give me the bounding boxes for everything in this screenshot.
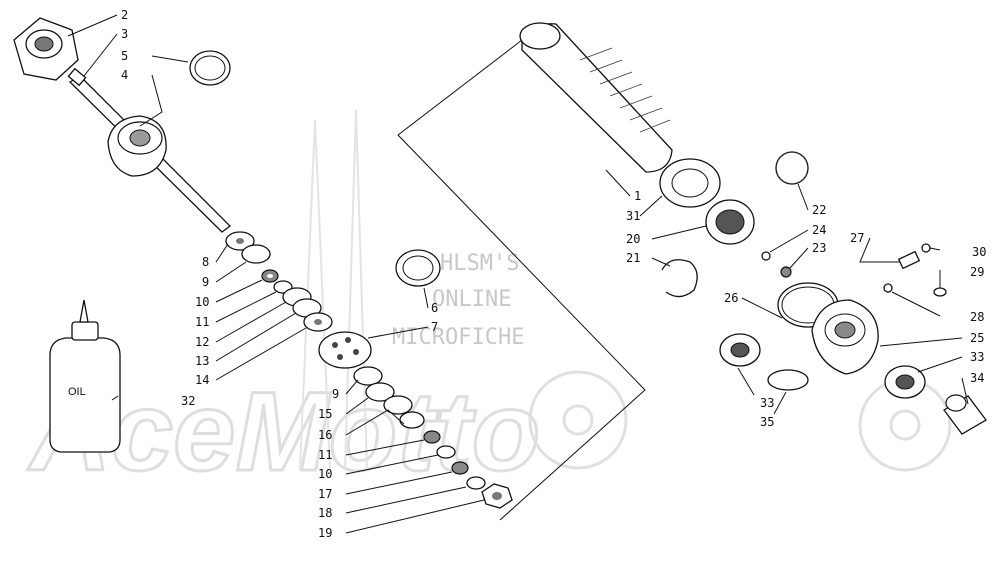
washer-10b <box>436 445 456 459</box>
shim-9 <box>241 244 271 264</box>
washer-11b <box>423 430 441 444</box>
oil-bottle: OIL <box>49 299 121 453</box>
callout-30: 30 <box>972 245 986 259</box>
watermark-line-2: ONLINE <box>432 287 511 312</box>
shock-body-cylinder <box>519 22 673 173</box>
spring-adjuster-20 <box>705 199 755 245</box>
bushing-33-left <box>719 333 761 367</box>
callout-32: 32 <box>181 394 195 408</box>
callout-3: 3 <box>121 27 128 41</box>
callout-9b: 9 <box>332 387 339 401</box>
callout-9: 9 <box>202 275 209 289</box>
seal-head <box>107 115 167 177</box>
callout-10: 10 <box>195 295 209 309</box>
watermark-line-1: HLSM'S <box>440 251 519 276</box>
eye-mount <box>13 17 79 81</box>
seal-35 <box>767 369 809 391</box>
left-shim-stack <box>225 231 333 332</box>
retaining-ring-21 <box>661 259 698 298</box>
callout-33-left: 33 <box>760 396 774 410</box>
oil-bottle-label: OIL <box>68 386 86 398</box>
callout-33-right: 33 <box>970 350 984 364</box>
shim-15 <box>365 382 395 402</box>
callout-27: 27 <box>850 231 864 245</box>
washer-17 <box>451 461 469 475</box>
callout-6: 6 <box>431 301 438 315</box>
callout-28: 28 <box>970 310 984 324</box>
callout-25: 25 <box>970 331 984 345</box>
callout-23: 23 <box>812 241 826 255</box>
callout-13: 13 <box>195 354 209 368</box>
valve-23 <box>780 266 792 278</box>
callout-4: 4 <box>121 68 128 82</box>
callout-16: 16 <box>318 428 332 442</box>
leader-lines <box>67 14 969 534</box>
shaft-collar <box>67 67 87 87</box>
callout-35: 35 <box>760 415 774 429</box>
end-cap-25 <box>811 299 879 375</box>
bushing-33-right <box>884 365 926 399</box>
callout-7: 7 <box>431 320 438 334</box>
piston <box>318 331 372 369</box>
callout-34: 34 <box>970 371 984 385</box>
o-ring-22 <box>775 151 809 185</box>
watermark-line-3: MICROFICHE <box>392 325 524 350</box>
shock-body-assembly <box>397 22 987 521</box>
callout-5: 5 <box>121 49 128 63</box>
center-assembly <box>318 249 513 509</box>
callout-29: 29 <box>970 265 984 279</box>
callout-10b: 10 <box>318 467 332 481</box>
shim-16a <box>383 395 413 415</box>
callout-15: 15 <box>318 407 332 421</box>
pin-28 <box>883 283 893 293</box>
housing-outline <box>397 39 646 521</box>
watermark-wheel-left <box>528 370 628 470</box>
callout-labels: 2 3 5 4 8 9 10 11 12 13 14 32 6 7 9 15 1… <box>121 8 986 540</box>
callout-11: 11 <box>195 315 209 329</box>
callout-18: 18 <box>318 506 332 520</box>
callout-8: 8 <box>202 255 209 269</box>
washer-18 <box>466 476 486 490</box>
shim-16b <box>399 411 425 429</box>
callout-24: 24 <box>812 223 826 237</box>
fitting-30 <box>897 243 931 270</box>
callout-20: 20 <box>626 232 640 246</box>
callout-21: 21 <box>626 251 640 265</box>
callout-11b: 11 <box>318 448 332 462</box>
callout-17: 17 <box>318 487 332 501</box>
callout-12: 12 <box>195 335 209 349</box>
callout-22: 22 <box>812 203 826 217</box>
callout-26: 26 <box>724 291 738 305</box>
sleeve-34 <box>943 394 987 435</box>
callout-2: 2 <box>121 8 128 22</box>
callout-19: 19 <box>318 526 332 540</box>
collar-nut-31 <box>659 158 721 208</box>
piston-band <box>395 249 441 287</box>
callout-1: 1 <box>634 189 641 203</box>
small-ring-24 <box>761 251 771 261</box>
callout-31: 31 <box>626 209 640 223</box>
shaft-assembly <box>13 17 231 233</box>
shim-9b <box>353 366 383 386</box>
callout-14: 14 <box>195 373 209 387</box>
washer-29 <box>933 287 947 297</box>
